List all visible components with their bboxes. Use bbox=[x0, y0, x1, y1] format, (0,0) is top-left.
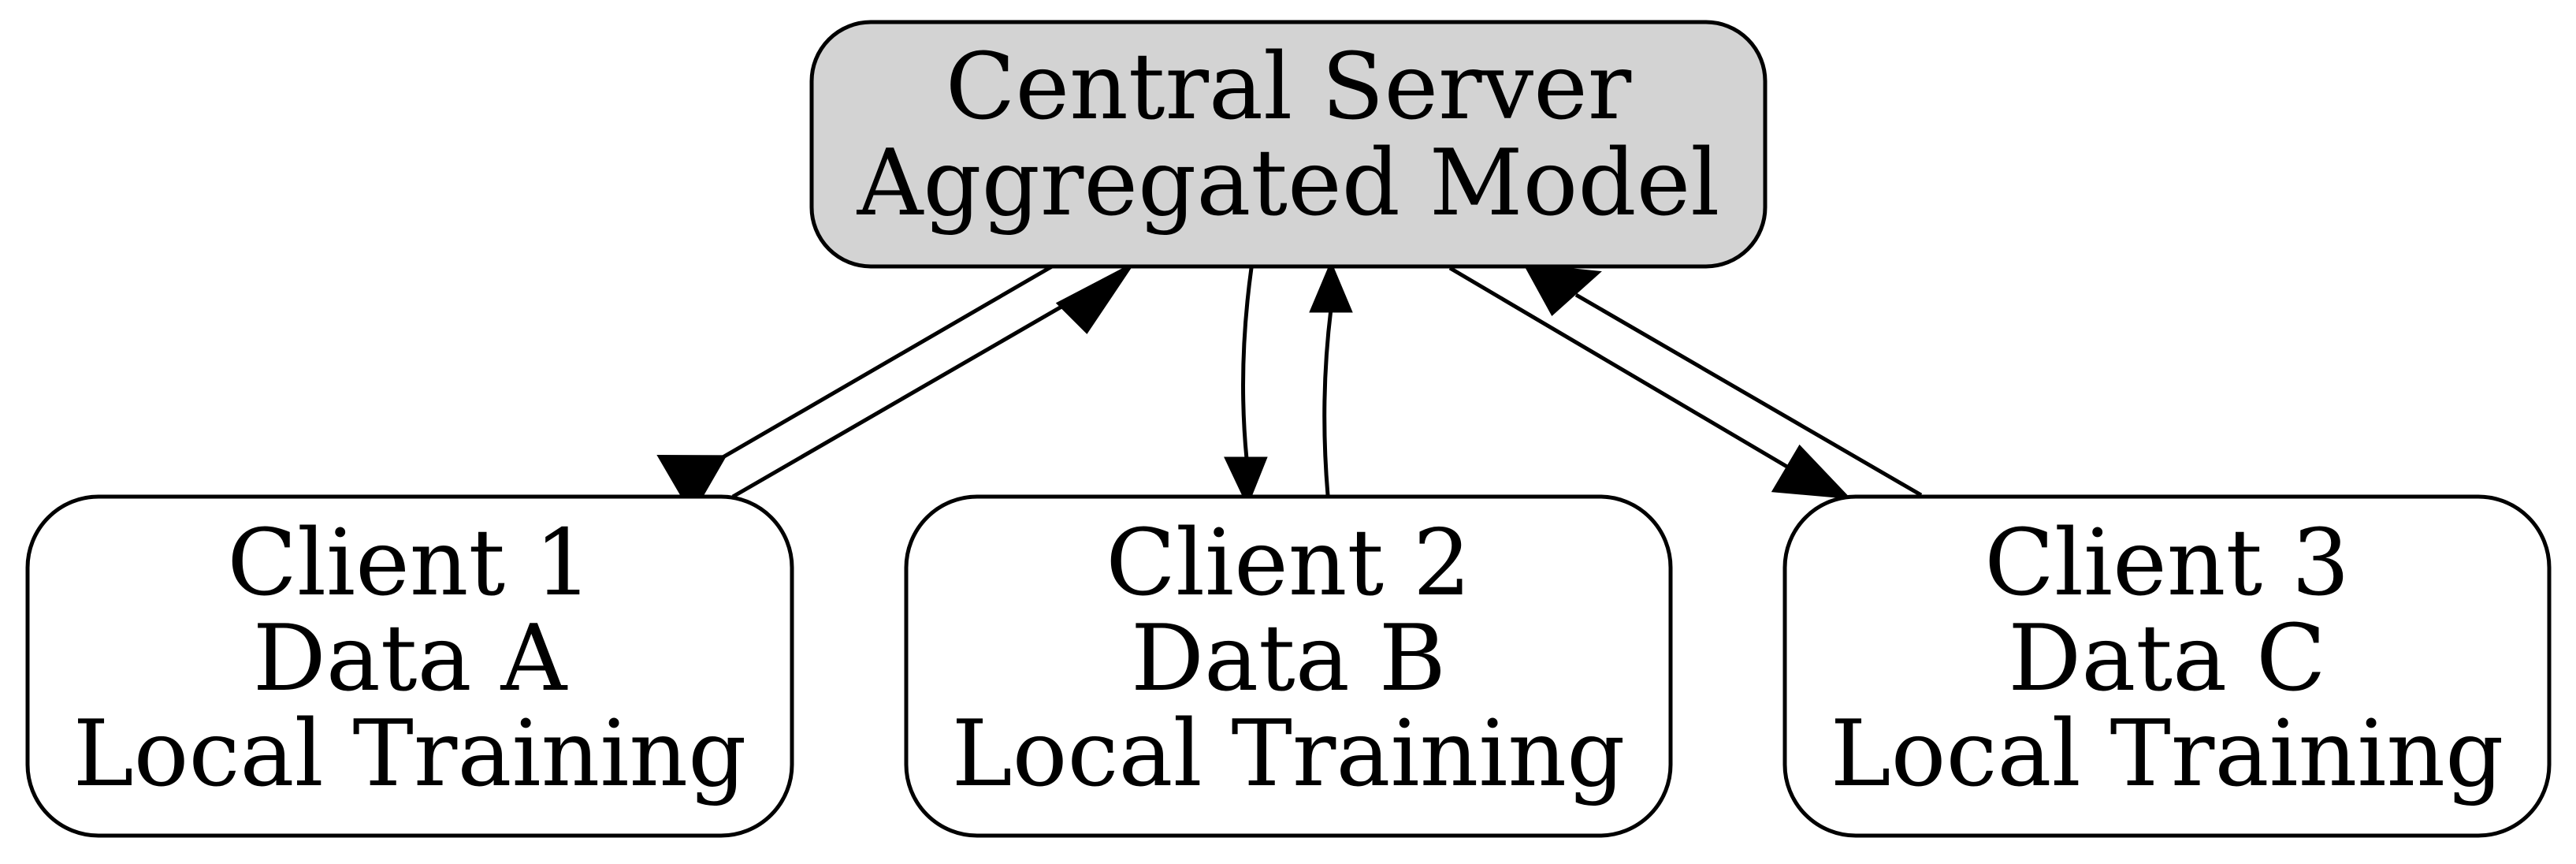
edges bbox=[656, 260, 1923, 516]
client-2-label-line-1: Client 2 bbox=[1106, 510, 1471, 616]
edge-server-to-client-3 bbox=[1448, 266, 1797, 474]
edge-client-2-to-server bbox=[1322, 308, 1333, 496]
arrowhead-server-to-client-1 bbox=[656, 454, 727, 516]
client-3-label-line-1: Client 3 bbox=[1984, 510, 2350, 616]
central-server-label-line-2: Aggregated Model bbox=[857, 130, 1720, 236]
arrowhead-client-2-to-server bbox=[1309, 260, 1353, 313]
client-2-box bbox=[904, 494, 1673, 838]
client-3-label-line-2: Data C bbox=[2008, 605, 2326, 712]
arrowhead-server-to-client-2 bbox=[1224, 456, 1268, 508]
arrowhead-server-to-client-3 bbox=[1771, 444, 1852, 500]
central-server-label-line-1: Central Server bbox=[946, 34, 1632, 140]
client-3-node: Client 3 Data C Local Training bbox=[1782, 494, 2552, 838]
edge-client-1-to-server bbox=[731, 289, 1089, 499]
client-3-label-line-3: Local Training bbox=[1831, 701, 2504, 807]
client-1-box bbox=[25, 494, 794, 838]
client-2-node: Client 2 Data B Local Training bbox=[904, 494, 1673, 838]
central-server-node: Central Server Aggregated Model bbox=[809, 20, 1768, 269]
client-1-label-line-2: Data A bbox=[253, 605, 568, 712]
client-2-label-line-2: Data B bbox=[1131, 605, 1446, 712]
client-3-box bbox=[1782, 494, 2552, 838]
arrowhead-client-1-to-server bbox=[1055, 264, 1132, 334]
central-server-box bbox=[809, 20, 1768, 269]
client-1-node: Client 1 Data A Local Training bbox=[25, 494, 794, 838]
client-2-label-line-3: Local Training bbox=[952, 701, 1626, 807]
arrowhead-client-3-to-server bbox=[1522, 263, 1602, 316]
edge-client-3-to-server bbox=[1574, 292, 1923, 497]
edge-server-to-client-1 bbox=[698, 264, 1054, 473]
client-1-label-line-3: Local Training bbox=[73, 701, 747, 807]
client-1-label-line-1: Client 1 bbox=[227, 510, 593, 616]
edge-server-to-client-2 bbox=[1240, 267, 1254, 460]
